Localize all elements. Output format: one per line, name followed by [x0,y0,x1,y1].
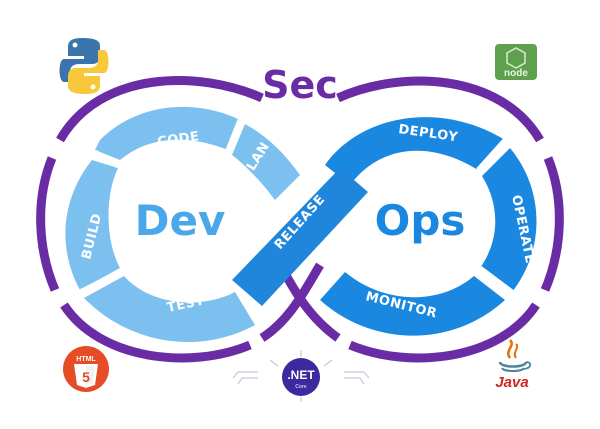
node-logo-text: node [504,68,528,79]
html5-logo-icon: HTML 5 [63,346,109,392]
java-text: Java [495,374,528,391]
node-logo-icon: node [495,44,537,80]
word-ops: Ops [375,196,466,245]
word-dev: Dev [135,196,226,245]
segment-test [84,276,255,343]
segment-plan [232,124,300,200]
outer-loop-right [278,76,564,363]
ops-loop [320,117,537,336]
html5-number: 5 [82,369,90,385]
segment-operate [480,148,537,292]
dotnet-logo-icon: .NET Core [232,350,370,402]
outer-loop-left [36,76,324,363]
html-logo-text: HTML [76,356,96,363]
dotnet-sub-text: Core [295,384,307,390]
segment-monitor [320,272,505,336]
title-sec: Sec [262,63,338,107]
segment-code [95,106,240,160]
python-logo-icon [59,38,109,94]
dotnet-text: .NET [287,368,315,382]
segment-deploy [325,117,505,185]
dev-loop [65,106,300,343]
stage-code-label: CODE [156,129,200,150]
segment-release [232,168,368,306]
segment-build [65,160,120,290]
java-logo-icon: Java [495,339,532,391]
